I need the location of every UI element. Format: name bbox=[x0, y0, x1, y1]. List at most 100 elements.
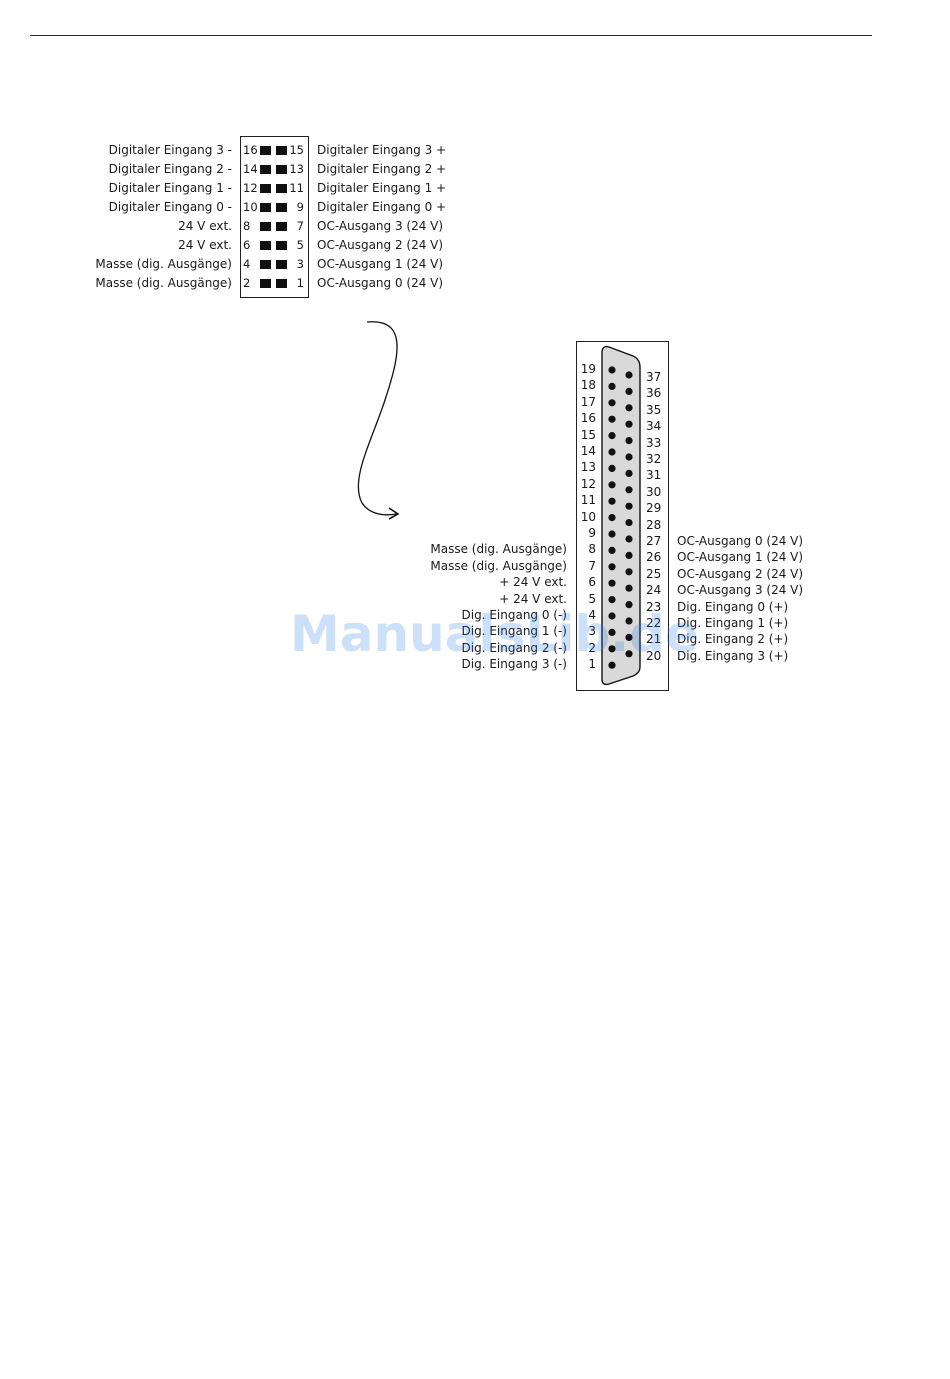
dsub-signal-label-right: OC-Ausgang 2 (24 V) bbox=[677, 566, 804, 581]
dsub-pin-number: 15 bbox=[580, 427, 596, 442]
dsub-pin-number: 31 bbox=[646, 468, 662, 483]
dsub-signal-label-right: OC-Ausgang 3 (24 V) bbox=[677, 583, 804, 598]
header-pin-pad bbox=[276, 279, 287, 288]
header-pin-number-left: 6 bbox=[243, 238, 251, 252]
header-pin-label-right: Digitaler Eingang 2 + bbox=[317, 162, 447, 176]
dsub-signal-label-right: OC-Ausgang 1 (24 V) bbox=[677, 550, 804, 565]
header-pin-label-left: Digitaler Eingang 3 - bbox=[108, 143, 232, 157]
dsub-pin-number: 28 bbox=[646, 517, 662, 532]
dsub-pin-number: 10 bbox=[580, 509, 596, 524]
dsub-pin-number: 24 bbox=[646, 583, 662, 598]
header-pin-label-right: OC-Ausgang 2 (24 V) bbox=[317, 238, 444, 252]
dsub-pin-hole bbox=[625, 584, 633, 592]
dsub-pin-number: 29 bbox=[646, 501, 662, 516]
header-pin-number-right: 9 bbox=[296, 200, 304, 214]
dsub-signal-label-left: + 24 V ext. bbox=[499, 591, 567, 606]
dsub-pin-hole bbox=[608, 366, 616, 374]
dsub-pin-hole bbox=[625, 568, 633, 576]
dsub-signal-label-right: Dig. Eingang 1 (+) bbox=[677, 616, 789, 630]
header-pin-label-left: 24 V ext. bbox=[178, 238, 232, 252]
dsub-connector-frame bbox=[576, 341, 669, 691]
header-pin-number-right: 7 bbox=[296, 219, 304, 233]
header-pin-number-left: 2 bbox=[243, 276, 251, 290]
dsub-pin-number: 13 bbox=[580, 460, 596, 475]
header-pin-number-left: 10 bbox=[243, 200, 258, 214]
dsub-pin-number: 5 bbox=[588, 591, 596, 606]
dsub-pin-hole bbox=[608, 546, 616, 555]
dsub-pin-number: 12 bbox=[580, 476, 596, 491]
dsub-signal-label-left: Masse (dig. Ausgänge) bbox=[430, 558, 567, 573]
dsub-pin-holes bbox=[608, 366, 633, 669]
header-pin-number-right: 5 bbox=[296, 238, 304, 252]
dsub-pin-number: 4 bbox=[588, 608, 596, 622]
watermark: ManualsLib.de bbox=[290, 605, 699, 663]
connection-arrow bbox=[357, 321, 398, 516]
header-pin-number-left: 8 bbox=[243, 219, 251, 233]
dsub-pin-hole bbox=[608, 563, 616, 571]
header-pin-label-left: Digitaler Eingang 1 - bbox=[108, 181, 232, 195]
header-pin-pad bbox=[260, 241, 271, 250]
dsub-pin-hole bbox=[625, 453, 633, 461]
dsub-pin-number: 26 bbox=[646, 550, 662, 565]
dsub-pin-hole bbox=[608, 596, 616, 604]
header-pin-label-left: Digitaler Eingang 0 - bbox=[108, 200, 232, 214]
dsub-pin-hole bbox=[608, 464, 616, 472]
header-pin-label-left: Masse (dig. Ausgänge) bbox=[95, 257, 232, 271]
header-pin-pad bbox=[260, 165, 271, 174]
dsub-signal-label-left: Masse (dig. Ausgänge) bbox=[430, 542, 567, 557]
dsub-pin-number: 30 bbox=[646, 484, 662, 499]
dsub-pin-hole bbox=[625, 437, 633, 445]
dsub-pin-hole bbox=[608, 415, 616, 423]
dsub-pin-number: 2 bbox=[588, 640, 596, 655]
header-pin-number-right: 15 bbox=[289, 143, 304, 157]
dsub-pin-hole bbox=[625, 486, 633, 494]
dsub-pin-hole bbox=[625, 387, 633, 395]
dsub-pin-number: 16 bbox=[580, 411, 596, 426]
dsub-pin-number: 21 bbox=[646, 632, 662, 647]
header-pin-label-left: Digitaler Eingang 2 - bbox=[108, 162, 232, 176]
dsub-pin-number: 22 bbox=[646, 616, 662, 630]
header-pin-label-right: Digitaler Eingang 3 + bbox=[317, 143, 447, 157]
dsub-pin-number: 20 bbox=[646, 648, 662, 663]
dsub-signal-label-left: Dig. Eingang 2 (-) bbox=[461, 640, 568, 655]
header-pin-number-right: 11 bbox=[289, 181, 304, 195]
dsub-pin-number: 1 bbox=[588, 657, 596, 672]
dsub-pin-number: 32 bbox=[646, 452, 662, 466]
dsub-pin-number: 35 bbox=[646, 402, 662, 417]
dsub-signal-label-right: OC-Ausgang 0 (24 V) bbox=[677, 534, 804, 548]
header-pin-pad bbox=[276, 203, 287, 212]
dsub-pin-number: 11 bbox=[580, 493, 596, 508]
dsub-pin-hole bbox=[625, 650, 633, 658]
dsub-pin-hole bbox=[625, 420, 633, 428]
dsub-pin-hole bbox=[608, 448, 616, 456]
dsub-pin-number: 6 bbox=[588, 575, 596, 590]
dsub-pin-hole bbox=[608, 514, 616, 522]
dsub-pin-number: 23 bbox=[646, 599, 662, 614]
dsub-signal-label-left: Dig. Eingang 1 (-) bbox=[461, 624, 568, 639]
header-pin-pad bbox=[276, 146, 287, 155]
dsub-signal-label-right: Dig. Eingang 3 (+) bbox=[677, 648, 789, 663]
header-pin-number-left: 4 bbox=[243, 257, 251, 271]
dsub-pin-hole bbox=[625, 551, 633, 560]
dsub-pin-hole bbox=[608, 579, 616, 587]
header-pin-label-left: Masse (dig. Ausgänge) bbox=[95, 276, 232, 290]
dsub-pin-number: 33 bbox=[646, 435, 662, 450]
header-pin-pad bbox=[260, 203, 271, 212]
dsub-pin-hole bbox=[625, 633, 633, 642]
dsub-pin-hole bbox=[608, 612, 616, 620]
dsub-pin-hole bbox=[625, 371, 633, 379]
header-pin-pad bbox=[276, 184, 287, 193]
dsub-pin-number: 14 bbox=[580, 444, 596, 458]
header-pin-pad bbox=[260, 279, 271, 288]
header-pin-label-right: Digitaler Eingang 1 + bbox=[317, 181, 447, 195]
dsub-pin-number: 17 bbox=[580, 394, 596, 409]
dsub-pin-hole bbox=[625, 404, 633, 412]
dsub-pin-number: 34 bbox=[646, 419, 662, 434]
dsub-pin-hole bbox=[608, 661, 616, 669]
header-pin-number-left: 14 bbox=[243, 162, 258, 176]
header-pin-pad bbox=[260, 184, 271, 193]
header-pin-number-right: 3 bbox=[296, 257, 304, 271]
dsub-pin-hole bbox=[608, 399, 616, 407]
dsub-pin-hole bbox=[608, 497, 616, 505]
